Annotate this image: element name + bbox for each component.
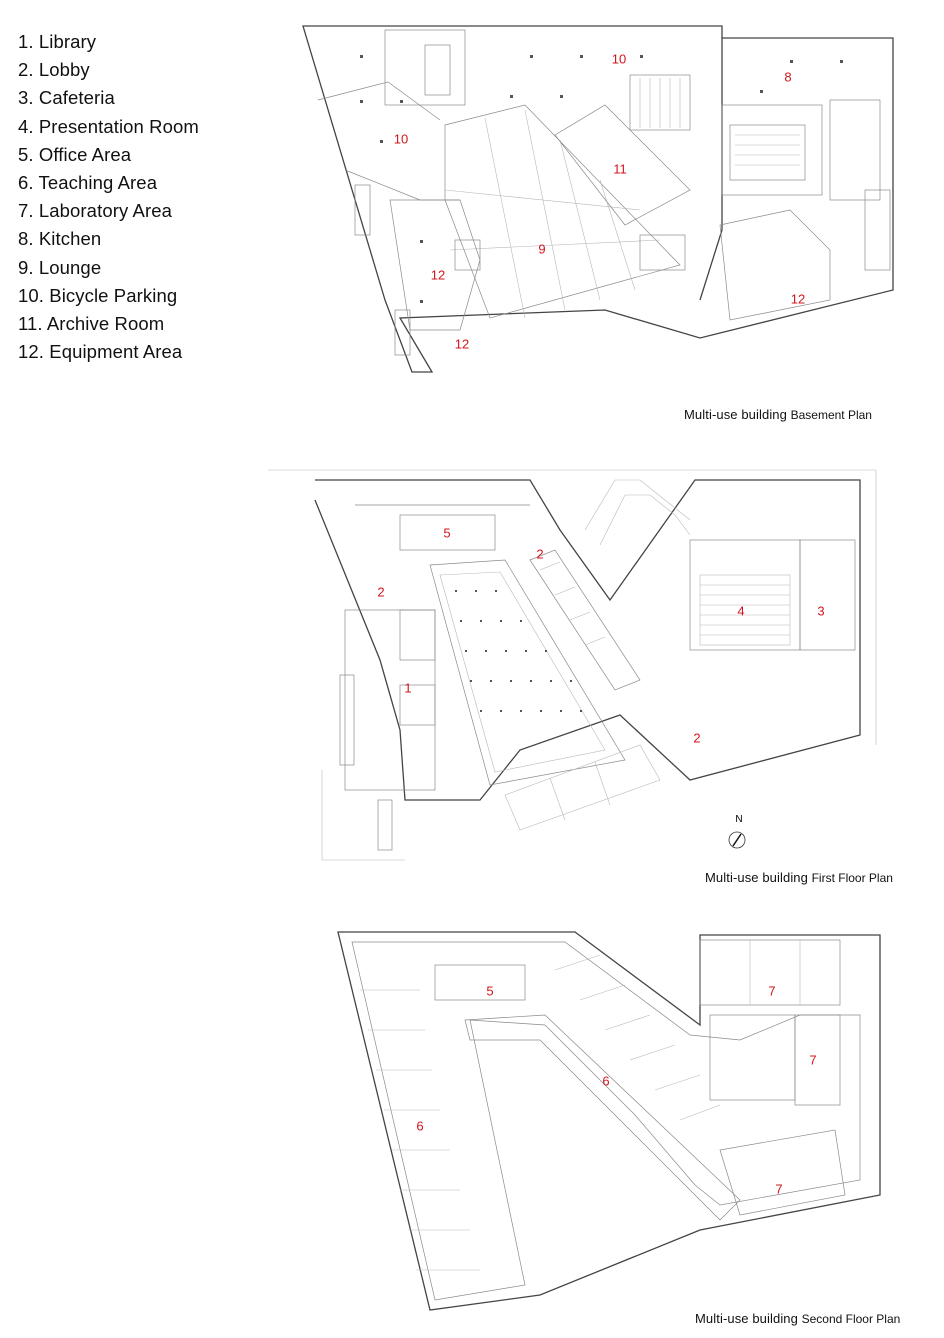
first-label-lobby-south: 2 <box>693 730 700 745</box>
first-label-presentation-room: 4 <box>737 603 744 618</box>
basement-plan: 10 8 10 11 9 12 12 12 <box>0 0 944 400</box>
second-floor-plan: 5 7 7 6 6 7 <box>0 920 944 1320</box>
second-label-lab-south: 7 <box>775 1181 782 1196</box>
second-floor-outline <box>337 931 881 1311</box>
first-label-cafeteria: 3 <box>817 603 824 618</box>
first-floor-courtyard <box>429 559 626 786</box>
basement-label-kitchen: 8 <box>784 69 791 84</box>
first-floor-outline <box>314 479 861 801</box>
legend-item-office-area: 5. Office Area <box>18 143 132 165</box>
second-floor-drawing: 5 7 7 6 6 7 <box>337 931 881 1311</box>
second-label-lab-east: 7 <box>809 1052 816 1067</box>
legend: 1. Library 2. Lobby 3. Cafeteria 4. Pres… <box>18 28 199 366</box>
basement-plan-drawing: 10 8 10 11 9 12 12 12 <box>302 25 894 373</box>
basement-label-equipment-west: 12 <box>431 267 445 282</box>
legend-item-kitchen: 8. Kitchen <box>18 228 102 250</box>
second-label-office-area: 5 <box>486 983 493 998</box>
legend-item-lounge: 9. Lounge <box>18 256 102 278</box>
first-floor-plan: 5 2 2 1 4 3 2 N <box>0 460 944 870</box>
second-label-teaching-west: 6 <box>416 1118 423 1133</box>
basement-caption-suffix: Basement Plan <box>790 408 872 422</box>
basement-label-equipment-south: 12 <box>455 336 469 351</box>
legend-item-archive-room: 11. Archive Room <box>18 313 165 335</box>
second-label-lab-north: 7 <box>768 983 775 998</box>
lounge-area <box>444 104 681 319</box>
basement-caption-prefix: Multi-use building <box>684 407 787 422</box>
north-arrow-icon: N <box>728 814 746 849</box>
first-floor-drawing: 5 2 2 1 4 3 2 N <box>268 469 877 861</box>
first-caption-suffix: First Floor Plan <box>811 871 893 885</box>
basement-east-wing-wall <box>699 38 723 301</box>
archive-room <box>554 104 691 226</box>
basement-label-archive-room: 11 <box>613 161 627 176</box>
basement-plan-caption: Multi-use building Basement Plan <box>684 407 872 422</box>
legend-item-lobby: 2. Lobby <box>18 59 90 81</box>
legend-item-bicycle-parking: 10. Bicycle Parking <box>18 284 178 306</box>
second-floor-courtyard <box>464 1014 741 1221</box>
first-label-lobby-west: 2 <box>377 584 384 599</box>
second-caption-prefix: Multi-use building <box>695 1311 798 1326</box>
basement-outline <box>302 25 894 373</box>
legend-item-cafeteria: 3. Cafeteria <box>18 87 115 109</box>
courtyard-columns <box>455 590 582 712</box>
second-caption-suffix: Second Floor Plan <box>801 1312 901 1326</box>
legend-item-equipment-area: 12. Equipment Area <box>18 341 183 363</box>
second-label-teaching-east: 6 <box>602 1073 609 1088</box>
basement-label-bicycle-parking-north: 10 <box>612 51 626 66</box>
basement-label-bicycle-parking-west: 10 <box>394 131 408 146</box>
north-label: N <box>735 814 742 825</box>
first-caption-prefix: Multi-use building <box>705 870 808 885</box>
legend-item-teaching-area: 6. Teaching Area <box>18 172 158 194</box>
legend-item-presentation-room: 4. Presentation Room <box>18 115 199 137</box>
basement-label-equipment-east: 12 <box>791 291 805 306</box>
legend-item-laboratory-area: 7. Laboratory Area <box>18 200 173 222</box>
first-label-lobby-north: 2 <box>536 546 543 561</box>
basement-label-lounge: 9 <box>538 241 545 256</box>
first-label-library: 1 <box>404 680 411 695</box>
second-floor-caption: Multi-use building Second Floor Plan <box>695 1311 900 1326</box>
first-label-office-area: 5 <box>443 525 450 540</box>
legend-item-library: 1. Library <box>18 31 97 52</box>
first-floor-caption: Multi-use building First Floor Plan <box>705 870 893 885</box>
